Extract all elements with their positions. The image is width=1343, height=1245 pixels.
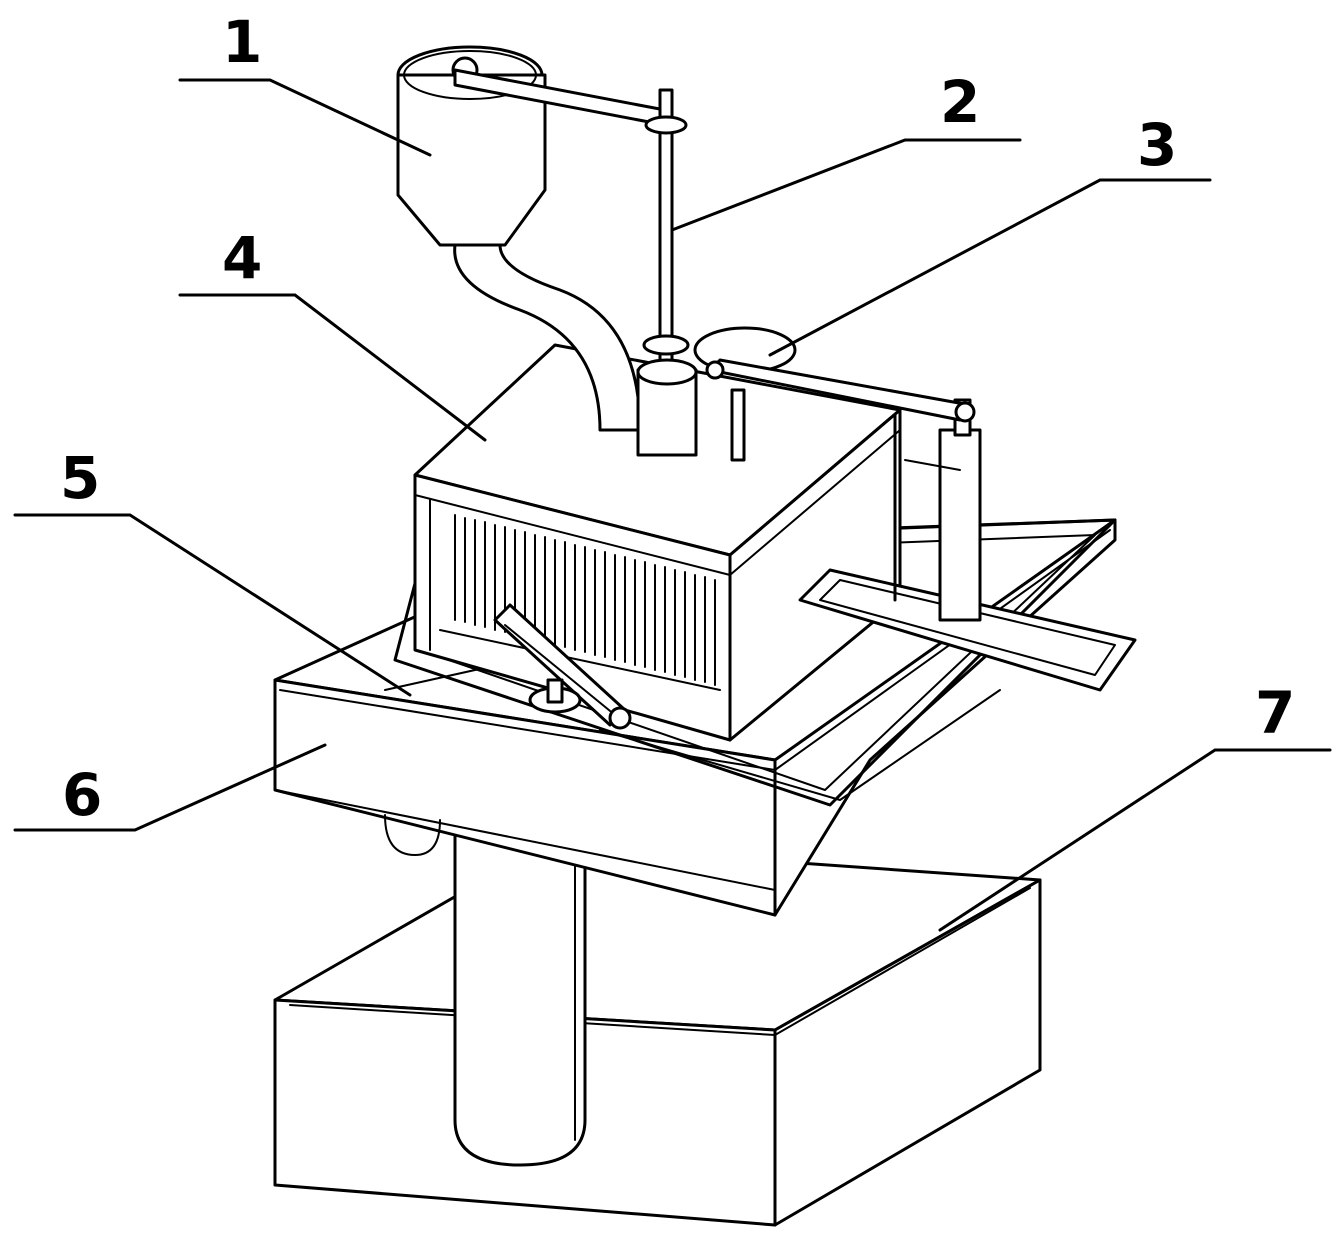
- callout-2: 2: [940, 68, 980, 136]
- leader-6: [13, 743, 327, 832]
- base-block: [273, 843, 1042, 1227]
- gear-disk: [693, 326, 976, 462]
- leader-2: [670, 138, 1022, 232]
- comb-teeth: [454, 514, 716, 686]
- callout-3: 3: [1137, 111, 1177, 179]
- callout-labels: 1 2 3 4 5 6 7: [60, 8, 1295, 829]
- drive-shaft: [636, 88, 698, 457]
- leader-5: [13, 513, 412, 697]
- callout-7: 7: [1255, 679, 1295, 747]
- leader-1: [178, 78, 432, 157]
- leader-3: [768, 178, 1212, 357]
- leader-4: [178, 293, 487, 442]
- callout-5: 5: [60, 444, 100, 512]
- callout-1: 1: [222, 8, 262, 76]
- slide-rail: [798, 398, 1137, 692]
- leader-7: [938, 748, 1332, 932]
- callout-4: 4: [222, 224, 262, 292]
- callout-6: 6: [62, 761, 102, 829]
- lever-linkage: [493, 603, 632, 730]
- leader-lines: [13, 78, 1332, 932]
